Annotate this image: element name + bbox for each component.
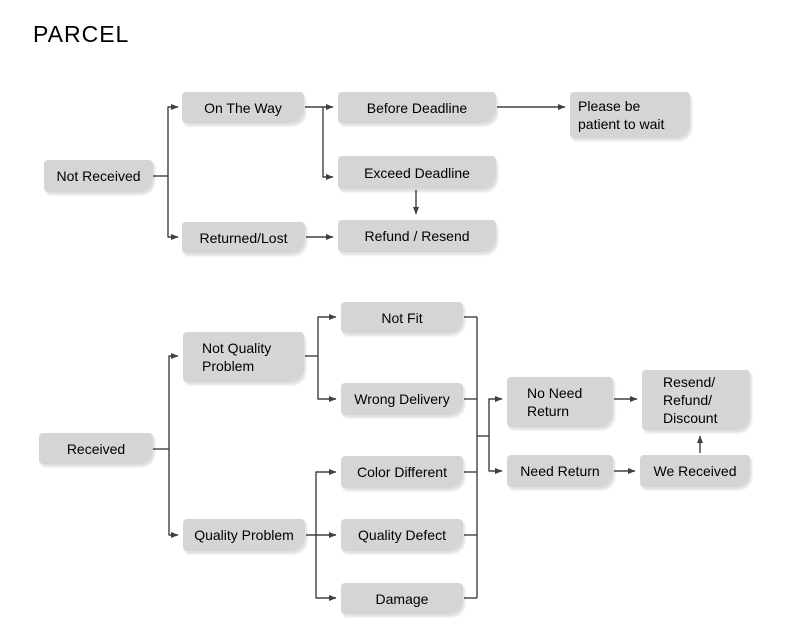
node-not-received: Not Received (44, 160, 153, 192)
edge-ontheway-exceeddeadline (322, 107, 334, 180)
edge-notreceived-returnedlost (167, 176, 179, 240)
node-not-fit: Not Fit (341, 302, 463, 333)
page-title: PARCEL (33, 21, 130, 47)
node-on-the-way: On The Way (182, 92, 304, 123)
node-returned-lost: Returned/Lost (182, 222, 305, 253)
node-received: Received (39, 433, 153, 464)
node-before-deadline: Before Deadline (338, 92, 496, 123)
node-quality-defect: Quality Defect (341, 519, 463, 551)
node-quality-problem: Quality Problem (183, 519, 305, 551)
node-color-different: Color Different (341, 456, 463, 488)
edge-junction-noneedreturn (488, 396, 503, 436)
edge-notqualityproblem-wrongdelivery (317, 356, 337, 402)
edge-notqualityproblem-notfit (317, 314, 337, 356)
edge-qualityproblem-damage (315, 535, 337, 601)
node-need-return: Need Return (507, 455, 613, 487)
node-no-need-return: No Need Return (507, 377, 613, 427)
edge-junction-needreturn (488, 436, 503, 474)
node-resend-refund-discount: Resend/ Refund/ Discount (642, 370, 750, 430)
edge-received-qualityproblem (168, 449, 179, 538)
edge-notreceived-ontheway (167, 104, 179, 176)
node-we-received: We Received (640, 455, 750, 487)
node-refund-resend: Refund / Resend (338, 220, 496, 252)
edge-qualityproblem-colordifferent (315, 469, 337, 535)
node-not-quality-problem: Not Quality Problem (183, 332, 304, 382)
node-exceed-deadline: Exceed Deadline (338, 156, 496, 189)
edge-received-notqualityproblem (168, 353, 179, 449)
node-damage: Damage (341, 583, 463, 614)
node-please-wait: Please be patient to wait (570, 92, 690, 138)
node-wrong-delivery: Wrong Delivery (341, 383, 463, 415)
